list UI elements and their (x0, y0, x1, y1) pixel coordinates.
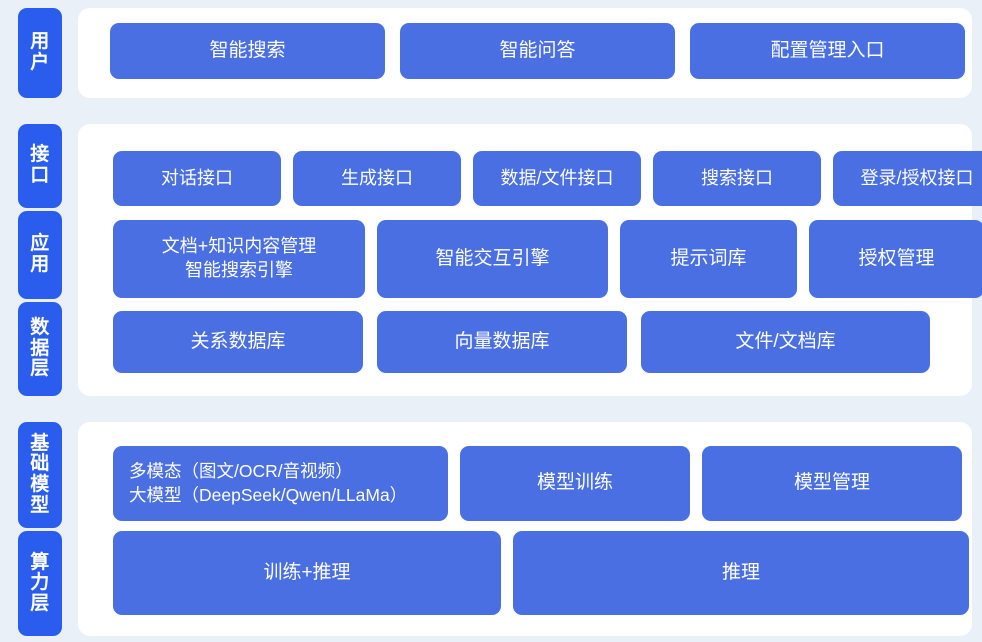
node-search-interface[interactable]: 搜索接口 (653, 151, 821, 206)
layer-tab-interface[interactable]: 接口 (18, 124, 62, 208)
node-authorization-management[interactable]: 授权管理 (809, 220, 982, 298)
layer-tab-data-label: 数据层 (30, 317, 50, 380)
node-prompt-library[interactable]: 提示词库 (620, 220, 797, 298)
layer-tab-data[interactable]: 数据层 (18, 302, 62, 396)
layer-tab-application[interactable]: 应用 (18, 211, 62, 299)
node-data-file-interface[interactable]: 数据/文件接口 (473, 151, 641, 206)
node-model-management[interactable]: 模型管理 (702, 446, 962, 521)
node-intelligent-qa[interactable]: 智能问答 (400, 23, 675, 79)
layer-tab-interface-label: 接口 (30, 144, 50, 186)
layer-tab-foundation-model[interactable]: 基础模型 (18, 422, 62, 528)
node-file-document-store[interactable]: 文件/文档库 (641, 311, 930, 373)
node-training-and-inference[interactable]: 训练+推理 (113, 531, 501, 615)
application-row: 文档+知识内容管理 智能搜索引擎 智能交互引擎 提示词库 授权管理 (113, 220, 982, 298)
node-model-training[interactable]: 模型训练 (460, 446, 690, 521)
layer-tab-application-label: 应用 (30, 233, 50, 275)
data-row: 关系数据库 向量数据库 文件/文档库 (113, 311, 930, 373)
node-multimodal-large-model[interactable]: 多模态（图文/OCR/音视频） 大模型（DeepSeek/Qwen/LLaMa） (113, 446, 448, 521)
interface-row: 对话接口 生成接口 数据/文件接口 搜索接口 登录/授权接口 (113, 151, 982, 206)
node-relational-database[interactable]: 关系数据库 (113, 311, 363, 373)
layer-tab-user[interactable]: 用户 (18, 8, 62, 98)
compute-row: 训练+推理 推理 (113, 531, 969, 615)
model-row: 多模态（图文/OCR/音视频） 大模型（DeepSeek/Qwen/LLaMa）… (113, 446, 962, 521)
node-vector-database[interactable]: 向量数据库 (377, 311, 627, 373)
user-row: 智能搜索 智能问答 配置管理入口 (110, 23, 965, 79)
node-generation-interface[interactable]: 生成接口 (293, 151, 461, 206)
node-intelligent-interaction-engine[interactable]: 智能交互引擎 (377, 220, 608, 298)
layer-tab-foundation-model-label: 基础模型 (30, 432, 50, 516)
layer-tab-user-label: 用户 (30, 31, 50, 73)
node-config-management-entry[interactable]: 配置管理入口 (690, 23, 965, 79)
node-login-auth-interface[interactable]: 登录/授权接口 (833, 151, 982, 206)
layer-tab-compute[interactable]: 算力层 (18, 531, 62, 636)
node-dialog-interface[interactable]: 对话接口 (113, 151, 281, 206)
node-doc-knowledge-management[interactable]: 文档+知识内容管理 智能搜索引擎 (113, 220, 365, 298)
node-inference[interactable]: 推理 (513, 531, 969, 615)
layer-tab-compute-label: 算力层 (30, 551, 50, 614)
node-intelligent-search[interactable]: 智能搜索 (110, 23, 385, 79)
